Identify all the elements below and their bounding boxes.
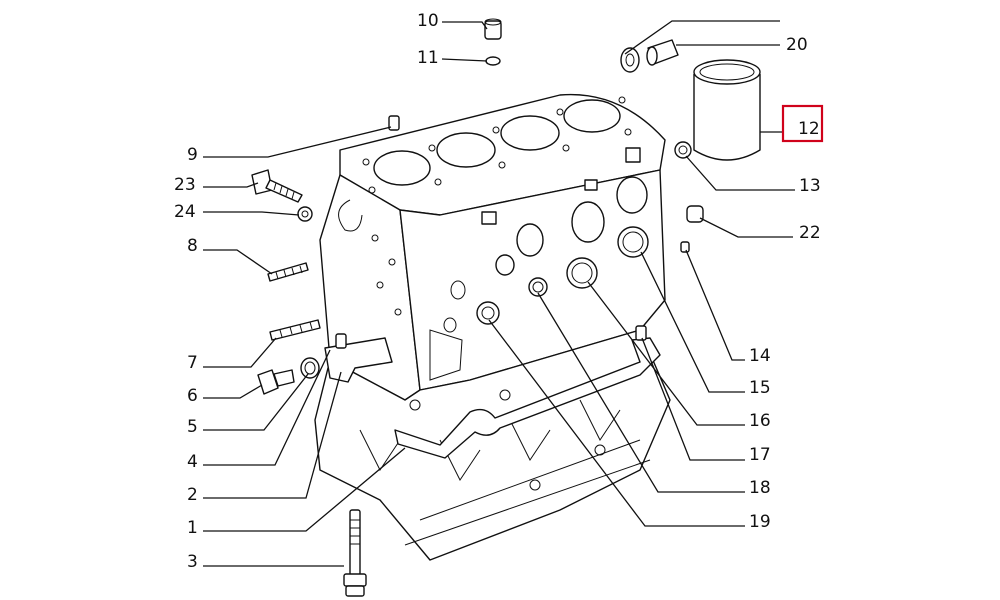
engine-block-drawing bbox=[314, 93, 671, 561]
part-22-bushing bbox=[686, 205, 704, 223]
label-1[interactable]: 1 bbox=[187, 518, 198, 538]
leader-lines bbox=[203, 20, 795, 567]
label-7[interactable]: 7 bbox=[187, 353, 198, 373]
label-8[interactable]: 8 bbox=[187, 236, 198, 256]
part-11-washer bbox=[485, 56, 501, 66]
label-13[interactable]: 13 bbox=[799, 176, 821, 196]
part-5-washer bbox=[300, 357, 320, 379]
part-24-washer bbox=[297, 206, 313, 222]
seal-ring-17 bbox=[566, 257, 598, 289]
label-22[interactable]: 22 bbox=[799, 223, 821, 243]
seal-ring-16 bbox=[617, 226, 649, 258]
label-14[interactable]: 14 bbox=[749, 346, 771, 366]
part-8-stud bbox=[267, 262, 309, 282]
part-9-pin bbox=[388, 115, 400, 131]
part-13-ring bbox=[674, 141, 692, 159]
callout-labels: 10 11 20 12 13 22 14 15 16 17 18 19 9 23… bbox=[174, 11, 821, 572]
seal-ring-18 bbox=[528, 277, 548, 297]
label-3[interactable]: 3 bbox=[187, 552, 198, 572]
part-14-pin bbox=[680, 241, 690, 253]
label-16[interactable]: 16 bbox=[749, 411, 771, 431]
label-11[interactable]: 11 bbox=[417, 48, 439, 68]
part-12-cylinder-liner bbox=[693, 59, 761, 161]
label-6[interactable]: 6 bbox=[187, 386, 198, 406]
label-4[interactable]: 4 bbox=[187, 452, 198, 472]
label-5[interactable]: 5 bbox=[187, 417, 198, 437]
label-12[interactable]: 12 bbox=[798, 119, 820, 139]
part-10-bushing bbox=[484, 18, 502, 40]
seal-ring-19 bbox=[476, 301, 500, 325]
part-12-highlight-box[interactable] bbox=[781, 104, 824, 143]
label-23[interactable]: 23 bbox=[174, 175, 196, 195]
part-23-screw bbox=[251, 169, 303, 203]
label-9[interactable]: 9 bbox=[187, 145, 198, 165]
label-24[interactable]: 24 bbox=[174, 202, 196, 222]
part-6-plug bbox=[257, 369, 295, 395]
label-18[interactable]: 18 bbox=[749, 478, 771, 498]
part-20-plug bbox=[620, 39, 679, 73]
label-17[interactable]: 17 bbox=[749, 445, 771, 465]
label-10[interactable]: 10 bbox=[417, 11, 439, 31]
part-7-stud bbox=[269, 319, 321, 341]
label-2[interactable]: 2 bbox=[187, 485, 198, 505]
label-19[interactable]: 19 bbox=[749, 512, 771, 532]
label-20[interactable]: 20 bbox=[786, 35, 808, 55]
loose-parts bbox=[251, 18, 761, 597]
part-3-bolt bbox=[343, 509, 367, 597]
label-15[interactable]: 15 bbox=[749, 378, 771, 398]
